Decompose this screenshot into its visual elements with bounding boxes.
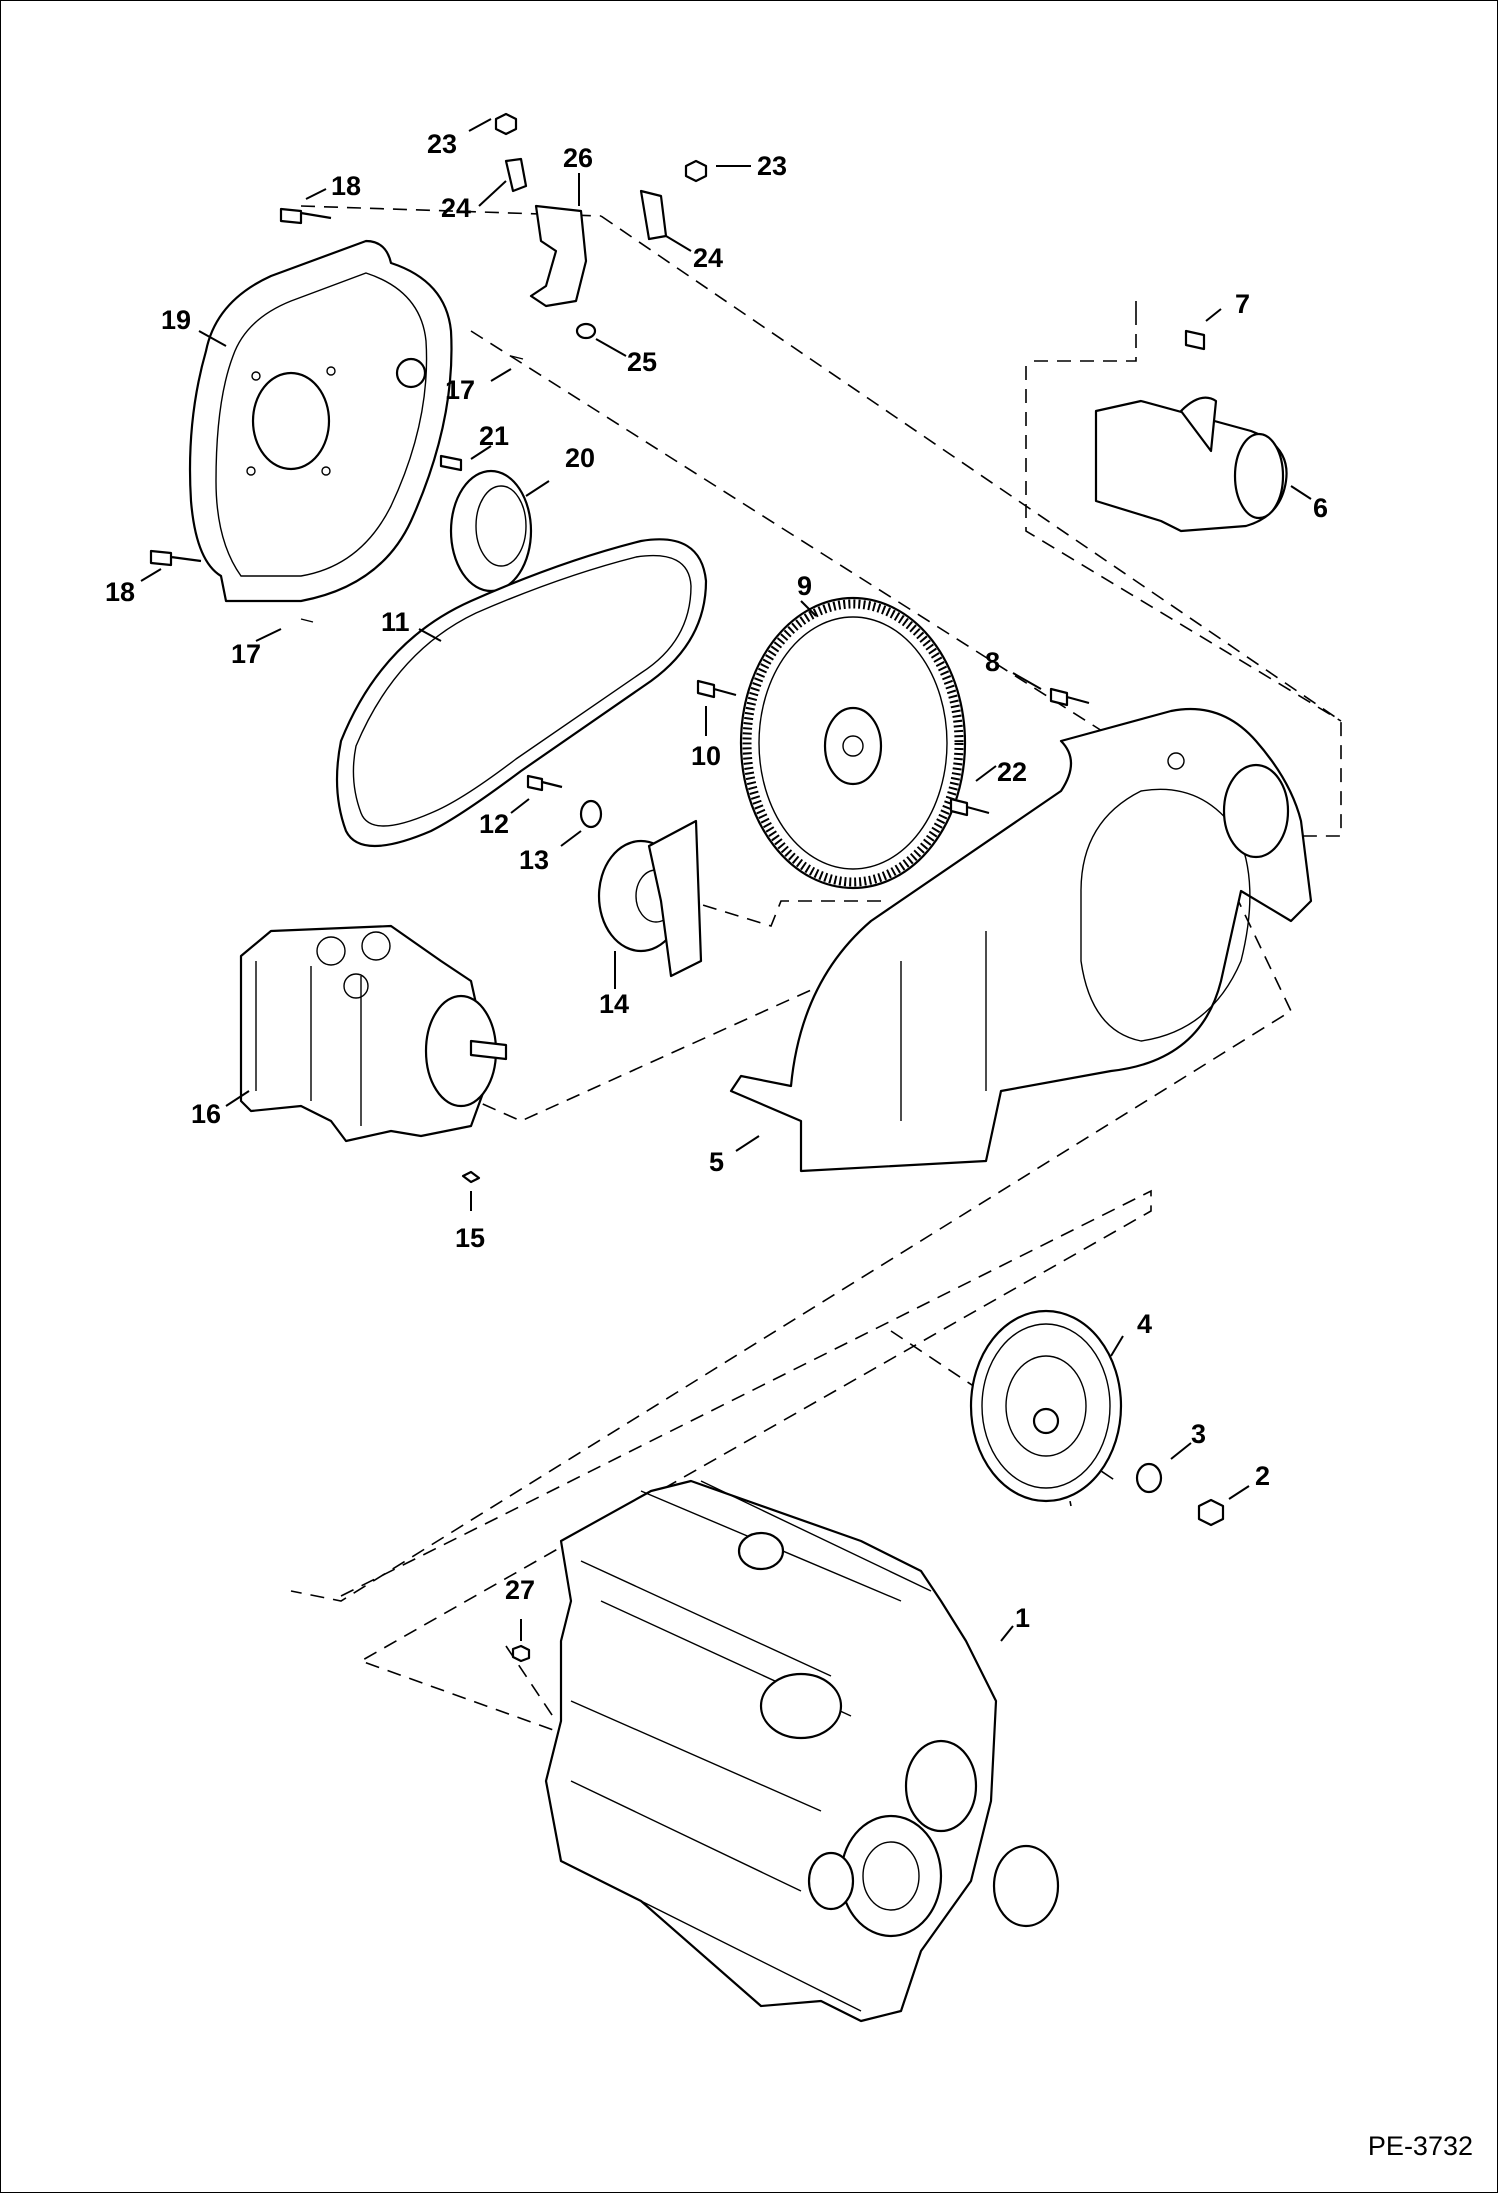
callout-17-lower: 17 — [231, 639, 262, 669]
belt-tensioner — [597, 819, 703, 978]
hydrostatic-pump — [239, 924, 508, 1184]
callout-25: 25 — [627, 347, 658, 377]
callout-7: 7 — [1235, 289, 1251, 319]
bracket-and-clamps — [149, 112, 708, 623]
callout-20: 20 — [565, 443, 596, 473]
callout-27: 27 — [505, 1575, 536, 1605]
callout-4: 4 — [1137, 1309, 1153, 1339]
flywheel-housing-cover — [188, 239, 453, 603]
callout-10: 10 — [691, 741, 722, 771]
callout-13: 13 — [519, 845, 550, 875]
crank-seal — [439, 454, 533, 593]
flywheel-housing — [729, 707, 1313, 1173]
callout-3: 3 — [1191, 1419, 1207, 1449]
callout-2: 2 — [1255, 1461, 1271, 1491]
callout-14: 14 — [599, 989, 630, 1019]
callout-24-right: 24 — [693, 243, 724, 273]
callout-23-upper-left: 23 — [427, 129, 458, 159]
callout-11: 11 — [381, 607, 410, 637]
callout-15: 15 — [455, 1223, 486, 1253]
starter-motor — [1094, 329, 1288, 533]
callout-8: 8 — [985, 647, 1001, 677]
callout-6: 6 — [1313, 493, 1329, 523]
callout-21: 21 — [479, 421, 510, 451]
callout-23-upper-right: 23 — [757, 151, 788, 181]
callout-9: 9 — [797, 571, 813, 601]
callout-18-lower: 18 — [105, 577, 136, 607]
callout-26: 26 — [563, 143, 594, 173]
drive-belt — [335, 538, 708, 847]
reference-code: PE-3732 — [1367, 2131, 1473, 2161]
leader-lines — [140, 118, 1312, 1642]
callout-24-left: 24 — [441, 193, 472, 223]
callout-5: 5 — [709, 1147, 725, 1177]
callout-19: 19 — [161, 305, 192, 335]
engine-block — [511, 1479, 1060, 2023]
fasteners — [526, 679, 1090, 829]
callout-22: 22 — [997, 757, 1028, 787]
callout-12: 12 — [479, 809, 510, 839]
callout-16: 16 — [191, 1099, 222, 1129]
crank-pulley — [969, 1309, 1225, 1527]
callout-1: 1 — [1015, 1603, 1031, 1633]
flywheel-ring-gear — [739, 596, 967, 890]
callout-17-upper: 17 — [445, 375, 476, 405]
callout-18-upper: 18 — [331, 171, 362, 201]
